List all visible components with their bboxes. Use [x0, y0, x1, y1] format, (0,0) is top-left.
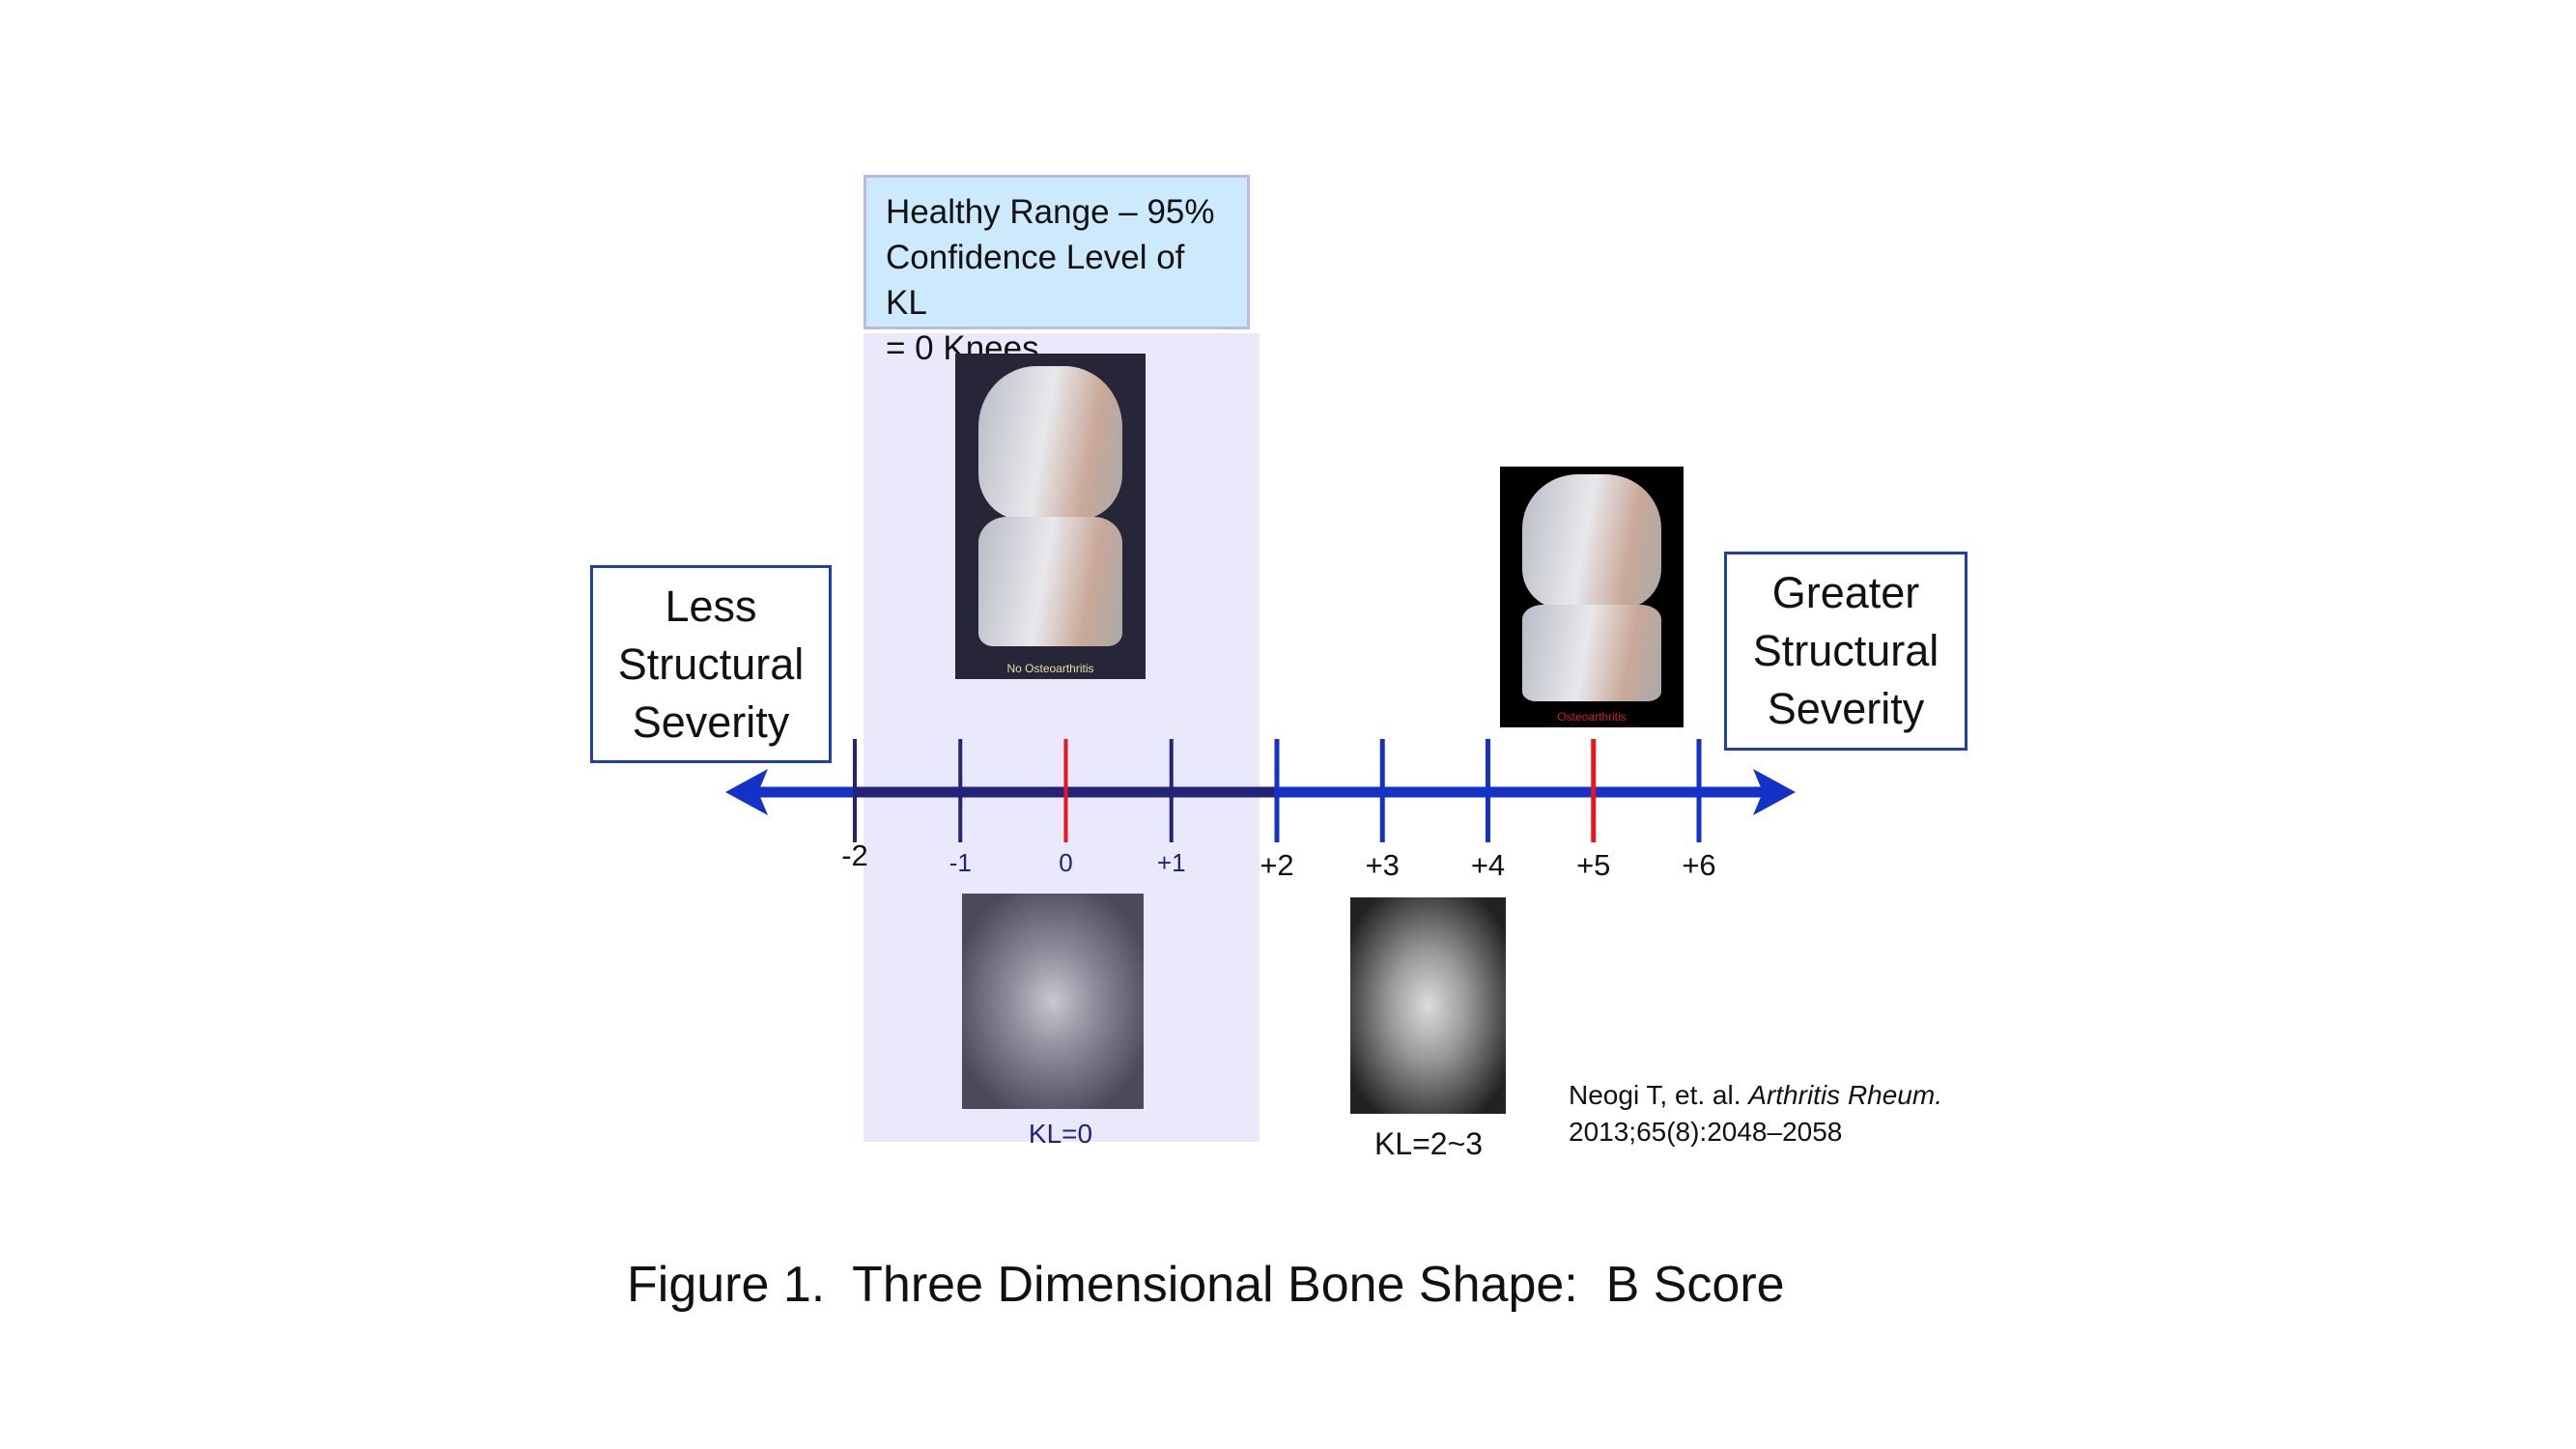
oa-knee-caption: Osteoarthritis: [1557, 710, 1627, 724]
greater-line-1: Greater: [1771, 568, 1920, 617]
oa-knee-3d-image: Osteoarthritis: [1500, 467, 1684, 727]
less-severity-box: Less Structural Severity: [590, 565, 832, 763]
less-line-2: Structural: [617, 639, 805, 689]
tick-label: +6: [1682, 848, 1716, 882]
tick-label: +3: [1365, 848, 1400, 882]
left-arrowhead-icon: [725, 769, 768, 815]
tick-label: +1: [1156, 848, 1186, 877]
tick-label: +4: [1470, 848, 1506, 882]
greater-severity-box: Greater Structural Severity: [1724, 552, 1967, 751]
xray-kl23-image: [1350, 897, 1506, 1114]
citation: Neogi T, et. al. Arthritis Rheum. 2013;6…: [1569, 1077, 1942, 1151]
tick-label: +2: [1260, 848, 1294, 882]
tick-label: +5: [1576, 848, 1611, 882]
healthy-line-2: Confidence Level of KL: [886, 239, 1185, 322]
healthy-range-label: Healthy Range – 95% Confidence Level of …: [863, 175, 1250, 367]
healthy-knee-3d-image: No Osteoarthritis: [955, 354, 1146, 679]
xray-kl23-label: KL=2~3: [1373, 1126, 1484, 1161]
tick-label: -2: [841, 838, 868, 872]
citation-ref: 2013;65(8):2048–2058: [1569, 1117, 1843, 1147]
xray-kl0-image: [962, 894, 1144, 1109]
xray-kl0-label: KL=0: [1028, 1119, 1093, 1149]
healthy-line-1: Healthy Range – 95%: [886, 193, 1215, 231]
greater-line-3: Severity: [1767, 684, 1925, 733]
tick-label: -1: [948, 848, 972, 877]
healthy-knee-caption: No Osteoarthritis: [1006, 662, 1094, 675]
citation-journal: Arthritis Rheum.: [1748, 1080, 1942, 1110]
greater-line-2: Structural: [1752, 626, 1939, 675]
figure-caption: Figure 1. Three Dimensional Bone Shape: …: [627, 1257, 1785, 1313]
tick-label: 0: [1059, 848, 1073, 877]
less-line-1: Less: [665, 581, 757, 631]
citation-authors: Neogi T, et. al.: [1569, 1080, 1749, 1110]
less-line-3: Severity: [632, 696, 790, 747]
right-arrowhead-icon: [1753, 769, 1796, 815]
